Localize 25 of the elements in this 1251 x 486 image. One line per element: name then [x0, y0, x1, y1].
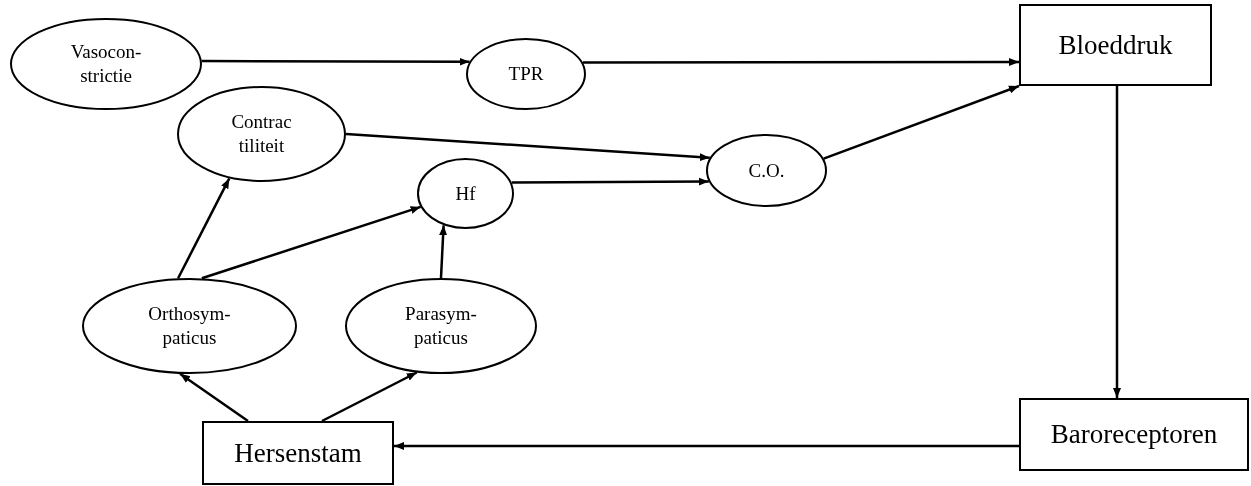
arrow: [177, 177, 231, 279]
arrow: [321, 371, 418, 423]
arrow: [201, 57, 470, 66]
node-label: Orthosym- paticus: [147, 302, 232, 350]
arrow: [394, 442, 1019, 450]
arrow: [201, 205, 421, 280]
process-box: [202, 421, 394, 485]
node-label: TPR: [507, 62, 545, 86]
node-label: Vasocon- strictie: [69, 40, 143, 88]
process-box: [1019, 398, 1249, 471]
arrow: [1113, 86, 1121, 398]
node-label: Baroreceptoren: [1050, 419, 1218, 450]
node-label: Parasym- paticus: [404, 302, 478, 350]
node-label: Hf: [454, 181, 477, 206]
arrow: [345, 132, 710, 162]
node-label: Bloeddruk: [1058, 29, 1173, 61]
arrow: [439, 225, 448, 279]
arrow: [582, 58, 1019, 66]
node-label: C.O.: [747, 158, 786, 183]
arrow: [823, 84, 1020, 160]
arrow: [179, 372, 249, 423]
node-label: Contrac tiliteit: [230, 110, 293, 158]
arrow: [511, 177, 709, 186]
process-box: [1019, 4, 1212, 86]
node-label: Hersenstam: [234, 437, 362, 469]
